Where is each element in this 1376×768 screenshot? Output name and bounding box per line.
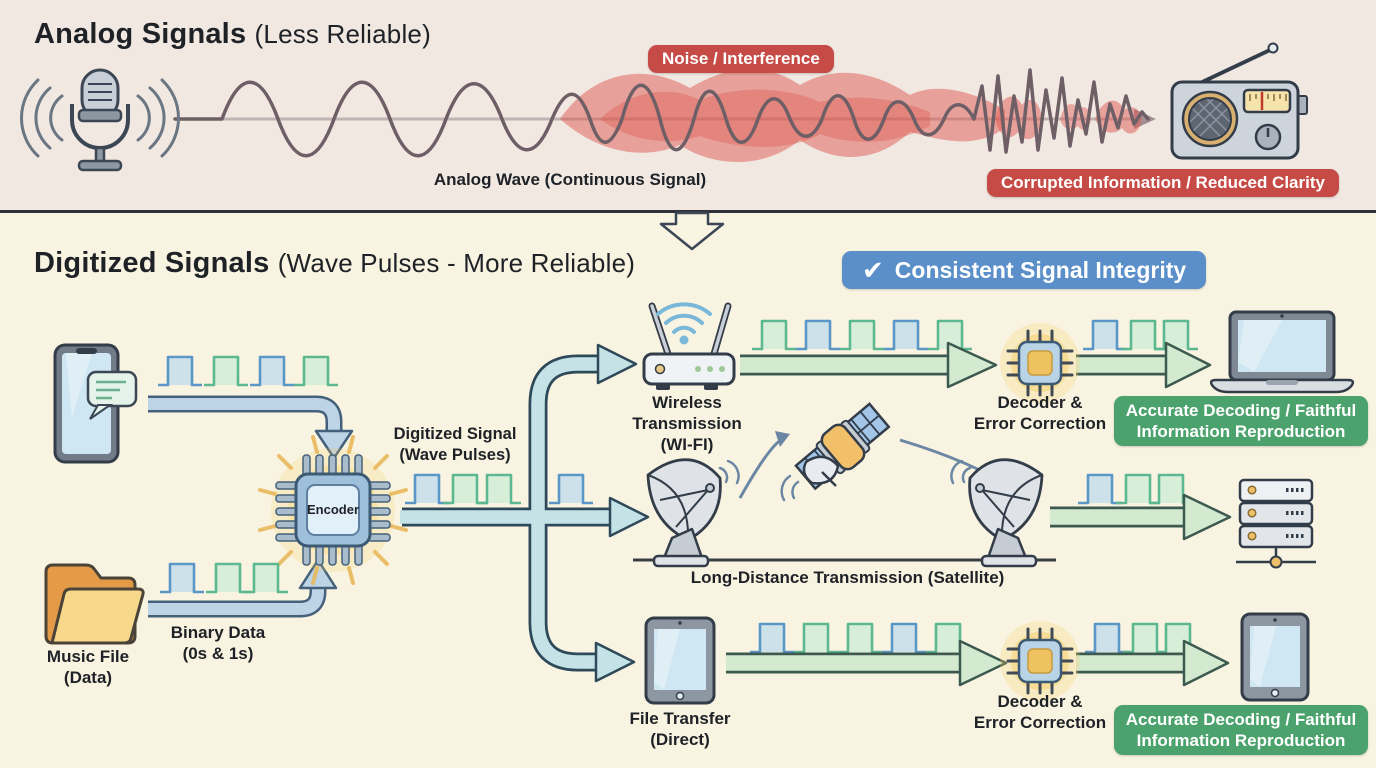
decoder-chip-top-icon <box>1006 329 1074 397</box>
consistent-signal-integrity-badge: ✔ Consistent Signal Integrity <box>842 251 1207 289</box>
tablet-to-decoder-arrow <box>726 639 1008 687</box>
laptop-icon <box>1209 310 1355 394</box>
decoder-chip-bottom-icon <box>1006 627 1074 695</box>
file-transfer-line1: File Transfer <box>629 709 731 728</box>
section-divider <box>0 210 1376 213</box>
microphone-icon <box>20 68 180 172</box>
folder-to-encoder-arrow <box>148 558 338 618</box>
noise-interference-badge: Noise / Interference <box>648 45 834 73</box>
accurate-top-line1: Accurate Decoding / Faithful <box>1125 401 1357 420</box>
wifi-line1: Wireless Transmission <box>632 393 742 433</box>
down-arrow-icon <box>659 211 725 251</box>
music-file-label: Music File (Data) <box>30 646 146 688</box>
tablet-file-transfer-icon <box>644 616 716 705</box>
accurate-bottom-line1: Accurate Decoding / Faithful <box>1125 710 1357 729</box>
integrity-badge-text: Consistent Signal Integrity <box>894 256 1187 283</box>
binary-data-line1: Binary Data <box>170 623 266 642</box>
pulse-train-encoder-out <box>403 473 595 505</box>
accurate-decoding-badge-top: Accurate Decoding / Faithful Information… <box>1114 396 1368 446</box>
encoder-label: Encoder <box>306 502 359 517</box>
pulse-train-server <box>1076 473 1195 505</box>
digitized-title-main: Digitized Signals <box>34 247 270 279</box>
corrupted-information-badge: Corrupted Information / Reduced Clarity <box>987 169 1339 197</box>
decoder-bottom-line1: Decoder & <box>997 692 1083 711</box>
file-transfer-line2: (Direct) <box>650 730 710 749</box>
wifi-line2: (WI-FI) <box>660 435 714 454</box>
smartphone-icon <box>53 343 138 464</box>
wifi-to-decoder-arrow <box>740 341 998 389</box>
digitized-signal-line1: Digitized Signal <box>393 425 517 443</box>
accurate-decoding-badge-bottom: Accurate Decoding / Faithful Information… <box>1114 705 1368 755</box>
satellite-icon <box>780 402 891 502</box>
check-icon: ✔ <box>862 255 884 285</box>
music-file-line2: (Data) <box>63 668 113 687</box>
pulse-train-wifi <box>750 319 974 351</box>
radio-icon <box>1170 42 1308 160</box>
dish-to-server-arrow <box>1050 493 1232 541</box>
decoder-top-line1: Decoder & <box>997 393 1083 412</box>
digitized-title-sub: (Wave Pulses - More Reliable) <box>277 248 636 278</box>
wifi-router-icon <box>642 302 736 390</box>
pulse-train-phone <box>156 355 340 387</box>
decoder-bottom-label: Decoder & Error Correction <box>950 691 1130 733</box>
binary-data-label: Binary Data (0s & 1s) <box>153 622 283 664</box>
analog-wave-label: Analog Wave (Continuous Signal) <box>433 170 707 189</box>
uplink-arrow <box>738 431 790 499</box>
accurate-top-line2: Information Reproduction <box>1136 422 1346 441</box>
satellite-dish-left-icon <box>646 458 740 568</box>
server-icon <box>1236 478 1316 569</box>
satellite-transmission-label: Long-Distance Transmission (Satellite) <box>690 568 1005 587</box>
decoder-bottom-line2: Error Correction <box>973 713 1107 732</box>
music-file-line1: Music File <box>46 647 130 666</box>
pulse-train-folder <box>158 562 290 594</box>
tablet-receiver-icon <box>1240 612 1310 702</box>
wireless-transmission-label: Wireless Transmission (WI-FI) <box>597 392 777 455</box>
analog-title-sub: (Less Reliable) <box>254 19 431 49</box>
digitized-signal-line2: (Wave Pulses) <box>399 446 511 464</box>
branch-pipes <box>400 343 650 683</box>
analog-wave <box>173 68 1150 158</box>
digitized-signal-label: Digitized Signal (Wave Pulses) <box>385 424 525 466</box>
encoder-chip-icon <box>275 454 391 566</box>
decoder-top-label: Decoder & Error Correction <box>950 392 1130 434</box>
file-transfer-label: File Transfer (Direct) <box>610 708 750 750</box>
folder-icon <box>44 563 145 645</box>
digitized-section-title: Digitized Signals (Wave Pulses - More Re… <box>34 247 635 280</box>
pulse-train-file <box>748 622 972 654</box>
decoder-to-tablet-arrow <box>1076 639 1230 687</box>
binary-data-line2: (0s & 1s) <box>182 644 254 663</box>
analog-title-main: Analog Signals <box>34 18 247 50</box>
decoder-top-line2: Error Correction <box>973 414 1107 433</box>
decoder-to-laptop-arrow <box>1076 341 1212 389</box>
accurate-bottom-line2: Information Reproduction <box>1136 731 1346 750</box>
analog-section-title: Analog Signals (Less Reliable) <box>34 18 431 51</box>
satellite-dish-right-icon <box>950 458 1044 568</box>
pulse-train-laptop <box>1081 319 1200 351</box>
phone-to-encoder-arrow <box>148 395 354 460</box>
